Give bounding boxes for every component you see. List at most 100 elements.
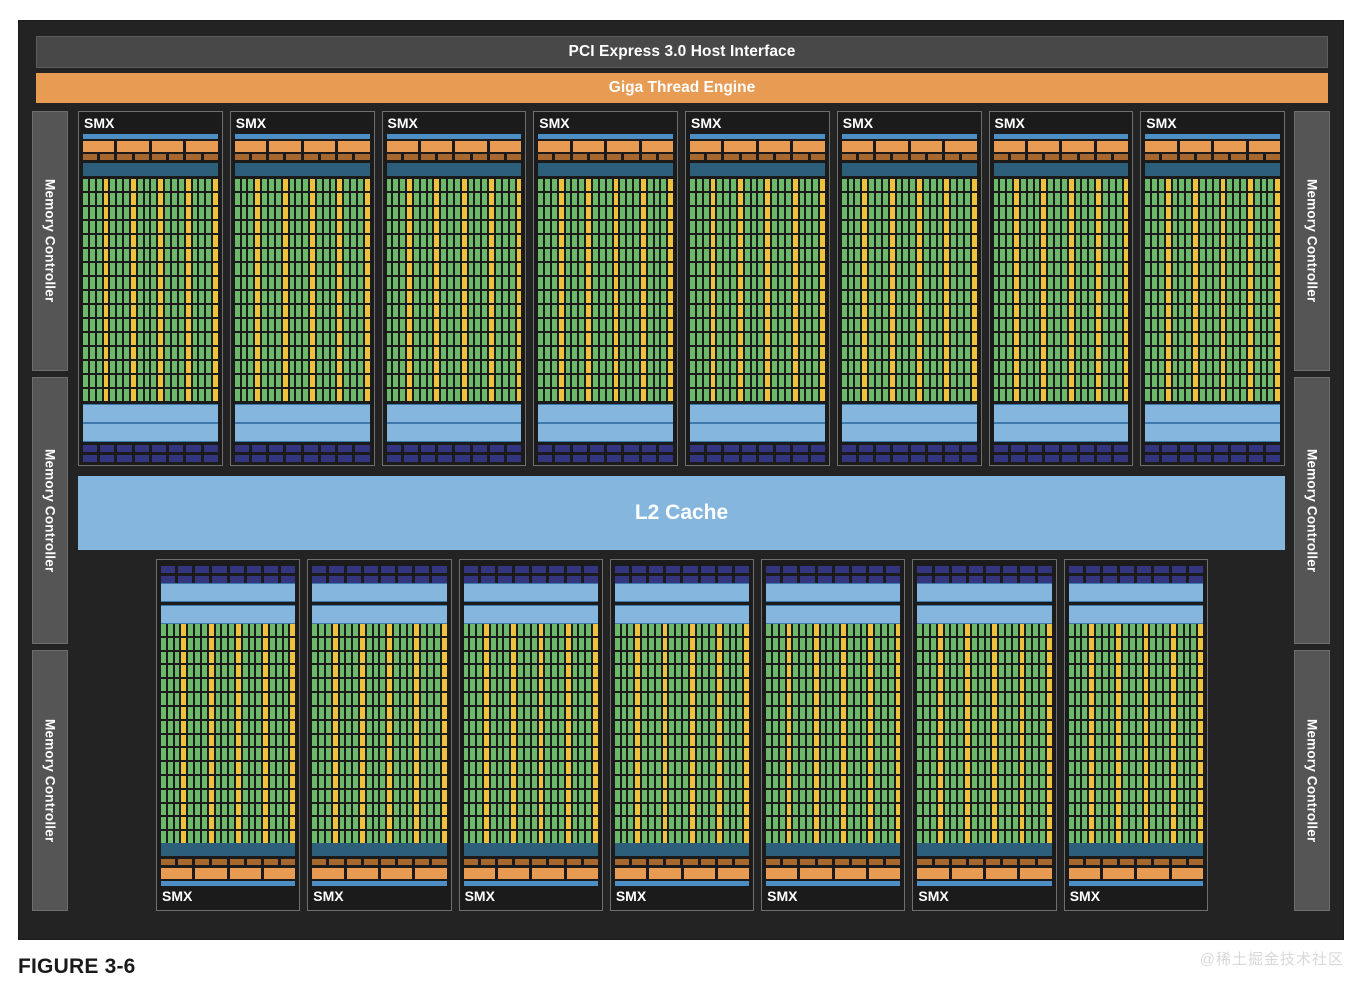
smx-block[interactable]: SMX bbox=[685, 111, 830, 466]
cuda-core bbox=[1255, 319, 1260, 331]
smx-block[interactable]: SMX bbox=[989, 111, 1134, 466]
cuda-core bbox=[1186, 319, 1191, 331]
special-function-unit bbox=[434, 221, 439, 233]
special-function-unit bbox=[434, 333, 439, 345]
cuda-core-column bbox=[276, 179, 281, 401]
special-function-unit bbox=[1124, 291, 1129, 303]
cuda-core bbox=[622, 665, 627, 677]
cuda-core bbox=[165, 333, 170, 345]
smx-block[interactable]: SMX bbox=[382, 111, 527, 466]
special-function-unit bbox=[209, 679, 214, 691]
cuda-core bbox=[656, 665, 661, 677]
smx-block[interactable]: SMX bbox=[459, 559, 603, 911]
cuda-core bbox=[559, 721, 564, 733]
smx-block[interactable]: SMX bbox=[1140, 111, 1285, 466]
cuda-core bbox=[1262, 263, 1267, 275]
special-function-unit-column bbox=[209, 624, 214, 843]
cuda-core bbox=[331, 389, 336, 401]
cuda-core bbox=[145, 249, 150, 261]
cuda-core bbox=[766, 679, 771, 691]
smx-block[interactable]: SMX bbox=[307, 559, 451, 911]
special-function-unit bbox=[868, 721, 873, 733]
smx-block[interactable]: SMX bbox=[912, 559, 1056, 911]
cuda-core bbox=[648, 333, 653, 345]
special-function-unit bbox=[1069, 207, 1074, 219]
cuda-core bbox=[428, 735, 433, 747]
cuda-core bbox=[889, 693, 894, 705]
cuda-core bbox=[510, 179, 515, 191]
smx-block[interactable]: SMX bbox=[156, 559, 300, 911]
cuda-core bbox=[773, 735, 778, 747]
special-function-unit bbox=[744, 790, 749, 802]
cuda-core bbox=[367, 721, 372, 733]
cuda-core-column bbox=[256, 624, 261, 843]
cuda-core bbox=[855, 748, 860, 760]
cuda-core bbox=[222, 762, 227, 774]
cuda-core bbox=[435, 776, 440, 788]
cuda-core bbox=[1241, 249, 1246, 261]
special-function-unit bbox=[1275, 319, 1280, 331]
special-function-unit bbox=[972, 305, 977, 317]
cuda-core bbox=[910, 305, 915, 317]
cuda-core-column bbox=[222, 624, 227, 843]
cuda-core bbox=[145, 291, 150, 303]
cuda-core bbox=[924, 291, 929, 303]
cuda-core bbox=[869, 347, 874, 359]
special-function-unit bbox=[738, 347, 743, 359]
cuda-core bbox=[642, 831, 647, 843]
cuda-core bbox=[269, 207, 274, 219]
cuda-core bbox=[849, 207, 854, 219]
cuda-core bbox=[145, 235, 150, 247]
cuda-core bbox=[414, 305, 419, 317]
cuda-core bbox=[628, 638, 633, 650]
cuda-core bbox=[545, 776, 550, 788]
special-function-unit bbox=[236, 707, 241, 719]
special-function-unit bbox=[566, 624, 571, 636]
dispatch-unit bbox=[338, 154, 352, 160]
special-function-unit bbox=[442, 804, 447, 816]
cuda-core bbox=[229, 721, 234, 733]
cuda-core bbox=[848, 831, 853, 843]
cuda-core bbox=[168, 679, 173, 691]
special-function-unit bbox=[290, 707, 295, 719]
cuda-core bbox=[276, 347, 281, 359]
cuda-core bbox=[296, 291, 301, 303]
smx-block[interactable]: SMX bbox=[610, 559, 754, 911]
cuda-core bbox=[752, 291, 757, 303]
smx-block[interactable]: SMX bbox=[78, 111, 223, 466]
cuda-core bbox=[216, 721, 221, 733]
special-function-unit bbox=[820, 375, 825, 387]
cuda-core bbox=[855, 804, 860, 816]
cuda-core bbox=[862, 762, 867, 774]
special-function-unit bbox=[917, 319, 922, 331]
smx-block[interactable]: SMX bbox=[761, 559, 905, 911]
cuda-core bbox=[745, 305, 750, 317]
warp-scheduler-unit bbox=[642, 141, 673, 152]
special-function-unit bbox=[333, 638, 338, 650]
special-function-unit bbox=[517, 207, 522, 219]
special-function-unit bbox=[1069, 193, 1074, 205]
cuda-core bbox=[1179, 361, 1184, 373]
cuda-core bbox=[344, 305, 349, 317]
smx-block[interactable]: SMX bbox=[230, 111, 375, 466]
special-function-unit bbox=[711, 291, 716, 303]
special-function-unit bbox=[489, 207, 494, 219]
special-function-unit bbox=[614, 179, 619, 191]
cuda-core bbox=[882, 693, 887, 705]
cuda-core bbox=[676, 707, 681, 719]
cuda-core bbox=[752, 207, 757, 219]
special-function-unit-column bbox=[462, 179, 467, 401]
special-function-unit bbox=[1014, 221, 1019, 233]
tex-unit bbox=[432, 566, 446, 573]
cuda-core-column bbox=[168, 624, 173, 843]
smx-block[interactable]: SMX bbox=[533, 111, 678, 466]
special-function-unit bbox=[614, 249, 619, 261]
smx-block[interactable]: SMX bbox=[837, 111, 982, 466]
cuda-core bbox=[710, 638, 715, 650]
cuda-core bbox=[661, 179, 666, 191]
cuda-core bbox=[393, 179, 398, 191]
cuda-core bbox=[1110, 375, 1115, 387]
cuda-core bbox=[697, 804, 702, 816]
cuda-core bbox=[353, 693, 358, 705]
cuda-core bbox=[903, 179, 908, 191]
